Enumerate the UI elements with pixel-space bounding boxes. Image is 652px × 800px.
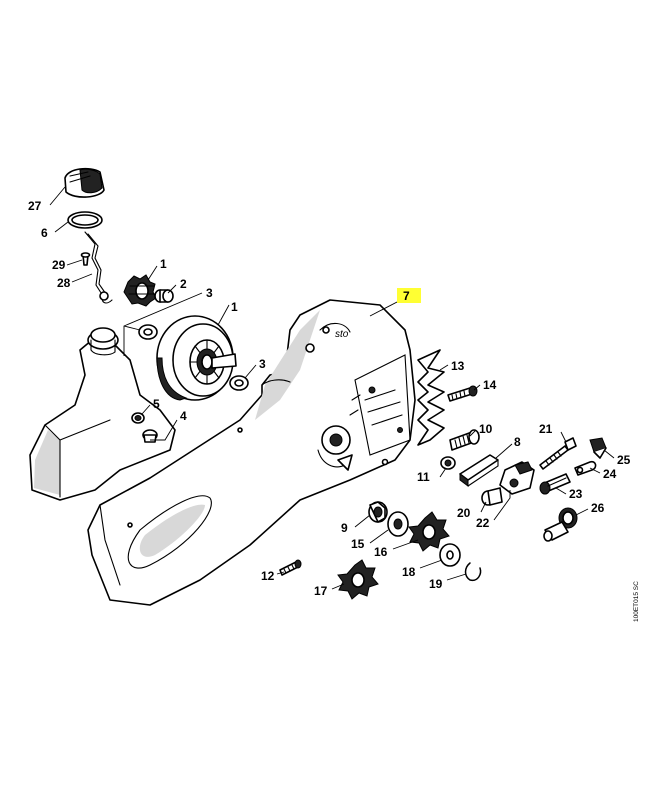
- callout-4[interactable]: 4: [180, 409, 187, 423]
- callout-8[interactable]: 8: [514, 435, 521, 449]
- small-screw[interactable]: [279, 559, 302, 576]
- adjusting-nut[interactable]: [440, 456, 456, 470]
- needle-cage[interactable]: [154, 289, 174, 303]
- oil-cap[interactable]: [64, 167, 105, 198]
- callout-15[interactable]: 15: [351, 537, 365, 551]
- callout-27[interactable]: 27: [28, 199, 42, 213]
- washer-upper[interactable]: [138, 324, 158, 340]
- callout-5[interactable]: 5: [153, 397, 160, 411]
- callout-7[interactable]: 7: [403, 289, 410, 303]
- spring-clip[interactable]: [574, 460, 597, 476]
- callout-3-upper[interactable]: 3: [206, 286, 213, 300]
- spring-screw[interactable]: [447, 385, 478, 402]
- callout-21[interactable]: 21: [539, 422, 553, 436]
- clip[interactable]: [589, 437, 607, 459]
- washer-18[interactable]: [439, 543, 461, 567]
- callout-24[interactable]: 24: [603, 467, 617, 481]
- callout-11[interactable]: 11: [417, 470, 430, 484]
- cap-seal-ring[interactable]: [67, 211, 103, 229]
- callout-19[interactable]: 19: [429, 577, 443, 591]
- leaf-spring[interactable]: [417, 349, 445, 446]
- callout-9[interactable]: 9: [341, 521, 348, 535]
- callout-16[interactable]: 16: [374, 545, 388, 559]
- drawing-code: 100ET015 SC: [633, 581, 640, 622]
- tensioning-screw[interactable]: [449, 429, 480, 451]
- washer-lower[interactable]: [229, 375, 249, 391]
- adjuster-pin[interactable]: [481, 487, 503, 506]
- long-bolt[interactable]: [539, 437, 577, 470]
- callout-10[interactable]: 10: [479, 422, 493, 436]
- sprocket-upper[interactable]: [408, 511, 450, 552]
- pinion-gear[interactable]: [123, 274, 157, 307]
- tensioner-slide[interactable]: [459, 454, 499, 487]
- callout-3-lower[interactable]: 3: [259, 357, 266, 371]
- retaining-strap[interactable]: [84, 231, 113, 304]
- e-clip[interactable]: [464, 562, 482, 582]
- thrust-washer[interactable]: [387, 511, 409, 537]
- rotating-lever[interactable]: [539, 473, 571, 495]
- retaining-screw[interactable]: [80, 252, 91, 266]
- callout-23[interactable]: 23: [569, 487, 583, 501]
- chain-sprocket-cover-housing[interactable]: sto: [87, 299, 416, 606]
- callout-2[interactable]: 2: [180, 277, 187, 291]
- callout-1-drum[interactable]: 1: [231, 300, 238, 314]
- callout-22[interactable]: 22: [476, 516, 490, 530]
- oil-tank[interactable]: [29, 327, 176, 501]
- callout-13[interactable]: 13: [451, 359, 465, 373]
- callout-1-pinion[interactable]: 1: [160, 257, 167, 271]
- bushing[interactable]: [368, 501, 388, 523]
- tension-block[interactable]: [499, 461, 535, 495]
- knob-assembly[interactable]: [543, 507, 578, 542]
- callout-7-highlight: [397, 288, 421, 303]
- callout-20[interactable]: 20: [457, 506, 471, 520]
- clutch-drum[interactable]: [156, 315, 237, 401]
- leader-lines: [49, 186, 615, 590]
- callout-6[interactable]: 6: [41, 226, 48, 240]
- callout-14[interactable]: 14: [483, 378, 497, 392]
- callout-25[interactable]: 25: [617, 453, 631, 467]
- callout-18[interactable]: 18: [402, 565, 416, 579]
- callout-labels: 27 6 29 28 1 2 3 1 3 5 4 7 13 14 10 8 11…: [28, 199, 631, 598]
- callout-28[interactable]: 28: [57, 276, 71, 290]
- oil-tank-screw[interactable]: [131, 412, 145, 424]
- callout-17[interactable]: 17: [314, 584, 328, 598]
- svg-text:sto: sto: [335, 329, 349, 340]
- sprocket-lower[interactable]: [337, 559, 379, 600]
- callout-26[interactable]: 26: [591, 501, 605, 515]
- callout-29[interactable]: 29: [52, 258, 66, 272]
- callout-12[interactable]: 12: [261, 569, 275, 583]
